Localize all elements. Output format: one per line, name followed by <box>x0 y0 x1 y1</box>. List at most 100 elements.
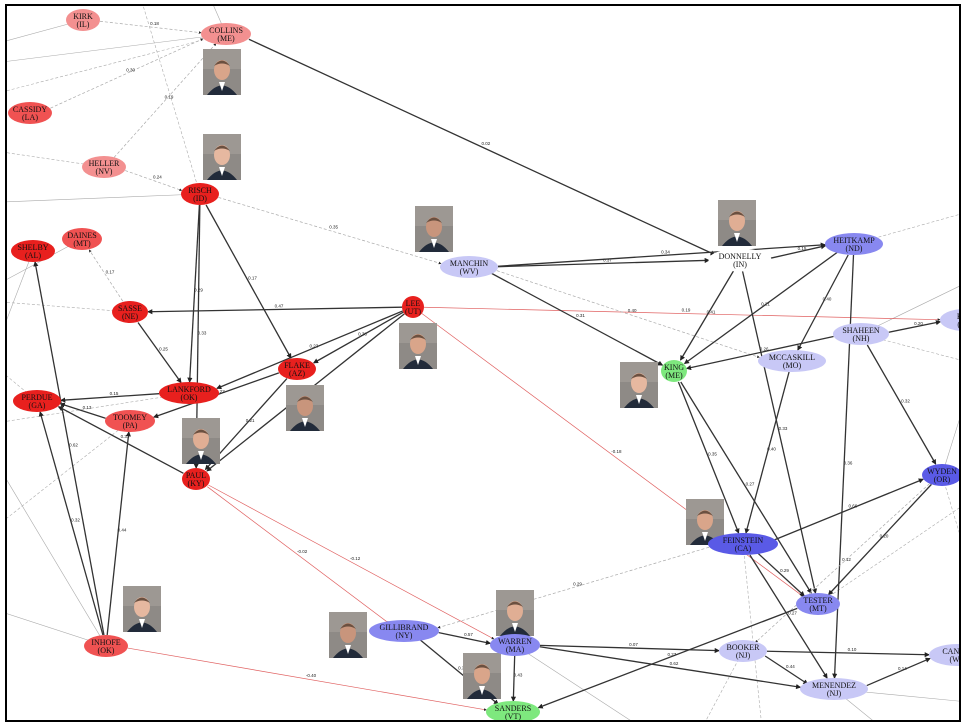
edge-gillibrand-warren <box>438 631 492 646</box>
portrait-lee <box>399 323 437 369</box>
edge-heitkamp-menendez <box>832 254 855 679</box>
edge-weight-label: 0.19 <box>165 95 174 100</box>
senator-state: (MT) <box>73 239 91 248</box>
edge-weight-label: 0.21 <box>761 302 770 307</box>
senator-state: (OR) <box>934 475 951 484</box>
edge-tester-sanders <box>537 607 798 709</box>
senator-name: INHOFE <box>91 638 120 647</box>
senator-node-shelby[interactable]: SHELBY(AL) <box>11 240 55 262</box>
senator-name: DONNELLY <box>719 252 762 261</box>
edge-heitkamp-mccaskill <box>797 254 849 351</box>
senator-node-kirk[interactable]: KIRK(IL) <box>66 9 100 31</box>
senator-node-wyden[interactable]: WYDEN(OR) <box>922 464 961 486</box>
senator-name: SHELBY <box>17 243 48 252</box>
senator-node-kaine[interactable]: KAI(VA <box>940 309 961 331</box>
senator-node-mccaskill[interactable]: MCCASKILL(MO) <box>758 350 826 372</box>
edge-king-tester <box>680 381 812 594</box>
senator-name: GILLIBRAND <box>380 623 429 632</box>
senator-state: (CA) <box>735 544 752 553</box>
senator-node-cassidy[interactable]: CASSIDY(LA) <box>8 102 52 124</box>
node-ellipse <box>105 410 155 432</box>
edge-inhofe-shelby <box>33 261 105 636</box>
senator-node-heller[interactable]: HELLER(NV) <box>82 156 126 178</box>
node-ellipse <box>486 701 540 720</box>
senator-node-warren[interactable]: WARREN(MA) <box>490 634 540 656</box>
edge-weight-label: 0.26 <box>760 347 769 352</box>
portrait-donnelly <box>718 200 756 246</box>
edge-weight-label: 0.10 <box>848 647 857 652</box>
background-edge <box>7 420 131 519</box>
senator-state: (WA <box>949 655 961 664</box>
background-edge <box>742 543 762 720</box>
senator-state: (WV) <box>460 267 479 276</box>
senator-node-tester[interactable]: TESTER(MT) <box>796 593 840 615</box>
senator-node-lee[interactable]: LEE(UT) <box>402 296 424 318</box>
senator-node-manchin[interactable]: MANCHIN(WV) <box>440 256 498 278</box>
senator-name: CASSIDY <box>13 105 47 114</box>
node-ellipse <box>940 309 959 331</box>
senator-state: (VA <box>957 320 961 329</box>
senator-node-perdue[interactable]: PERDUE(GA) <box>13 390 61 412</box>
senator-state: (NH) <box>853 334 870 343</box>
edge-weight-label: 0.47 <box>275 303 284 308</box>
edge-booker-menendez <box>764 655 809 685</box>
node-ellipse <box>112 301 148 323</box>
senator-node-paul[interactable]: PAUL(KY) <box>182 468 210 490</box>
edge-weight-label: 0.23 <box>216 389 225 394</box>
edge-weight-label: 0.07 <box>629 642 638 647</box>
edge-booker-cantwell <box>766 650 930 658</box>
senator-node-cantwell[interactable]: CANTW(WA <box>929 644 961 666</box>
senator-node-king[interactable]: KING(ME) <box>661 360 687 382</box>
node-ellipse <box>402 296 424 318</box>
senator-name: HEITKAMP <box>833 236 875 245</box>
senator-name: WYDEN <box>927 467 957 476</box>
background-edge <box>860 286 959 335</box>
senator-node-toomey[interactable]: TOOMEY(PA) <box>105 410 155 432</box>
edge-kirk-collins <box>99 20 202 34</box>
senator-state: (VT) <box>505 712 521 721</box>
network-frame: 0.020.470.380.210.230.19-0.180.290.170.3… <box>5 4 961 722</box>
edge-cassidy-collins <box>50 38 204 109</box>
portrait-sanders <box>463 653 501 699</box>
senator-node-feinstein[interactable]: FEINSTEIN(CA) <box>708 533 778 555</box>
node-ellipse <box>708 248 772 272</box>
senator-node-collins[interactable]: COLLINS(ME) <box>201 23 251 45</box>
senator-node-flake[interactable]: FLAKE(AZ) <box>278 358 316 380</box>
node-ellipse <box>182 468 210 490</box>
edge-weight-label: 0.21 <box>246 418 255 423</box>
senator-node-shaheen[interactable]: SHAHEEN(NH) <box>833 323 889 345</box>
senator-node-booker[interactable]: BOOKER(NJ) <box>719 640 767 662</box>
senator-node-sanders[interactable]: SANDERS(VT) <box>486 701 540 722</box>
node-ellipse <box>181 183 219 205</box>
edge-weight-label: 0.15 <box>110 391 119 396</box>
senator-name: LEE <box>406 299 421 308</box>
senator-state: (AL) <box>25 251 41 260</box>
edge-weight-label: 0.37 <box>458 666 467 671</box>
senator-name: LANKFORD <box>167 385 211 394</box>
edge-inhofe-toomey <box>106 431 131 636</box>
senator-node-sasse[interactable]: SASSE(NE) <box>112 301 148 323</box>
edge-weight-label: 0.12 <box>842 557 851 562</box>
edge-warren-menendez <box>539 646 802 690</box>
edge-weight-label: 0.57 <box>464 632 473 637</box>
senator-node-menendez[interactable]: MENENDEZ(NJ) <box>800 678 868 700</box>
edge-heller-risch <box>125 170 183 192</box>
senator-node-heitkamp[interactable]: HEITKAMP(ND) <box>825 233 883 255</box>
edge-weight-label: 0.20 <box>880 534 889 539</box>
edge-manchin-king <box>490 272 664 366</box>
senator-node-lankford[interactable]: LANKFORD(OK) <box>159 382 219 404</box>
senator-node-gillibrand[interactable]: GILLIBRAND(NY) <box>369 620 439 642</box>
senator-state: (PA) <box>123 421 138 430</box>
portrait-risch <box>203 134 241 180</box>
edge-weight-label: 0.38 <box>358 332 367 337</box>
node-ellipse <box>833 323 889 345</box>
senator-node-risch[interactable]: RISCH(ID) <box>181 183 219 205</box>
node-ellipse <box>278 358 316 380</box>
senator-node-daines[interactable]: DAINES(MT) <box>62 228 102 250</box>
senator-node-inhofe[interactable]: INHOFE(OK) <box>84 635 128 657</box>
edge-weight-label: 0.17 <box>248 276 257 281</box>
edge-toomey-perdue <box>59 402 106 419</box>
edge-weight-label: 0.27 <box>667 652 676 657</box>
senator-name: TOOMEY <box>113 413 147 422</box>
senator-node-donnelly[interactable]: DONNELLY(IN) <box>708 248 772 272</box>
